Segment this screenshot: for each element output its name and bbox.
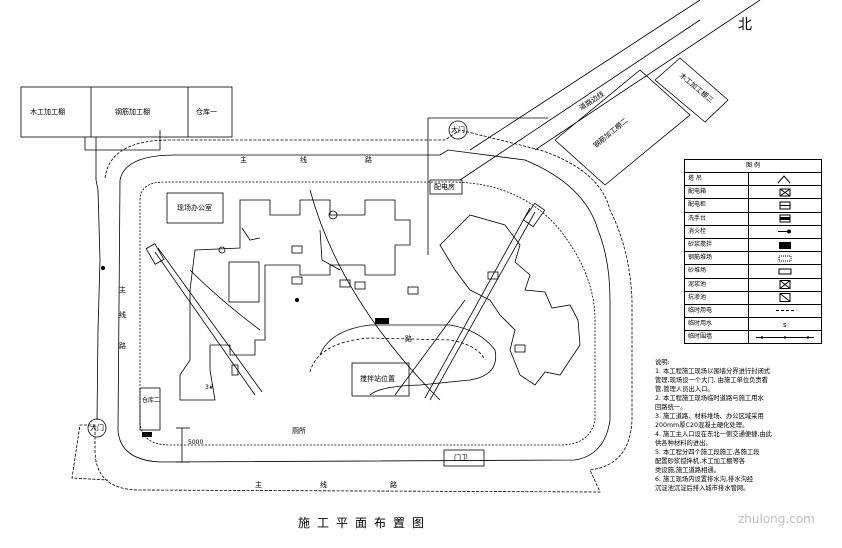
note-line: 回路统一。 [655,404,687,411]
legend-row: 临时用水 s [685,318,821,332]
substation-label: 配电房 [434,183,455,191]
guard-house [443,449,485,467]
legend-row: 临时围墙 [685,331,821,344]
box-x-symbol [749,186,821,198]
shed-label-1: 木工加工棚 [30,108,65,116]
main-building [179,199,411,401]
box-line-symbol [749,199,821,211]
legend-item-label: 砂堆场 [685,265,749,278]
diag-building-left [554,69,691,186]
note-line: 管理,现场设一个大门, 由施工单位负责看 [655,377,769,384]
drawing-title: 施工平面布置图 [298,516,432,530]
building-number: 3# [205,384,214,391]
note-line: 配置砂浆搅拌机,木工加工棚等各 [655,458,746,465]
legend-row: 配电箱 [685,186,821,200]
box-bar-symbol [749,213,821,225]
shed-label-2: 钢筋加工棚 [115,108,150,116]
legend-item-label: 砂浆搅拌 [685,238,749,252]
legend-item-label: 洗手台 [685,212,749,225]
dimension-label: 5000 [188,439,204,446]
box-diag-symbol [749,292,821,304]
road-bottom-3: 路 [390,481,397,489]
legend-item-label: 临时围墙 [685,331,749,344]
note-line: 200mm厚C20混凝土硬化处理。 [655,422,749,429]
road-top-1: 主 [240,156,247,164]
open-box-symbol [749,265,821,277]
legend-item-label: 配电柜 [685,199,749,212]
legend-row: 抗渗池 [685,291,821,305]
note-line: 管,管理人员出入口。 [655,386,714,393]
legend-table: 图 例 塔 吊配电箱配电柜洗手台消火栓砂浆搅拌钢筋堆场砂堆场泥浆池抗渗池临时用电… [684,159,822,345]
note-line: 说明: [655,359,670,366]
legend-row: 钢筋堆场 [685,252,821,266]
note-line: 1. 本工程施工现场以围墙分界进行封闭式 [655,368,771,375]
road-bottom-2: 线 [320,481,327,489]
note-line: 2. 本工程施工现场临时道路与施工用水 [655,395,764,402]
mixing-label: 搅拌站位置 [360,375,395,383]
svg-text:s: s [783,321,787,329]
gate-top-label: 大门 [451,126,465,134]
legend-item-label: 抗渗池 [685,291,749,304]
crane-symbol [749,173,821,185]
watermark: zhulong.com [738,512,815,526]
north-indicator: 北 [738,17,752,33]
legend-row: 砂堆场 [685,265,821,279]
box-x2-symbol [749,279,821,291]
solid-box-symbol [749,239,821,251]
legend-row: 塔 吊 [685,173,821,187]
gate-top [448,120,468,140]
road-bottom-1: 主 [255,481,262,489]
mixing-station [351,362,410,397]
legend-row: 洗手台 [685,212,821,226]
storage-2 [139,387,161,431]
road-top-3: 路 [365,156,372,164]
notes-block: 说明: 1. 本工程施工现场以围墙分界进行封闭式管理,现场设一个大门, 由施工单… [655,358,835,493]
legend-item-label: 消火栓 [685,225,749,238]
dotted-box-symbol [749,252,821,264]
note-line: 类设施,施工道路相通。 [655,467,720,474]
legend-row: 消火栓 [685,225,821,239]
shed-label-3: 仓库一 [196,108,217,116]
legend-title: 图 例 [685,160,821,173]
s-line-symbol: s [749,318,821,330]
legend-item-label: 塔 吊 [685,173,749,186]
road-left-3: 路 [119,342,126,350]
substation [429,179,463,195]
legend-item-label: 临时用水 [685,318,749,331]
legend-item-label: 临时用电 [685,304,749,318]
dash-line-symbol [749,305,821,317]
gate-left-label: 大门 [90,424,104,432]
fence-symbol [749,331,821,343]
legend-row: 泥浆池 [685,278,821,292]
office [166,192,224,224]
note-line: 6. 施工现场内设置排水沟,排水沟经 [655,476,754,483]
toilet-label: 厕所 [292,427,306,435]
road-left-1: 主 [119,286,126,294]
diag-building-right [654,57,729,123]
office-label: 现场办公室 [177,204,212,212]
guard-label: 门卫 [454,454,468,462]
legend-item-label: 配电箱 [685,186,749,199]
legend-row: 配电柜 [685,199,821,213]
right-building [439,214,581,386]
gate-left [87,418,107,438]
road-inner: 路 [405,335,412,343]
legend-row: 砂浆搅拌 [685,238,821,253]
hydrant-symbol [749,226,821,238]
legend-row: 临时用电 [685,304,821,319]
legend-item-label: 钢筋堆场 [685,252,749,265]
note-line: 4. 施工主入口设在东北一侧交通便捷,由此 [655,431,773,438]
shed-block [20,86,233,138]
note-line: 3. 施工道路、材料堆场、办公区域采用 [655,413,764,420]
note-line: 供各种材料的进出。 [655,440,712,447]
storage-label: 仓库二 [142,397,161,404]
inner-road [139,181,596,446]
road-top-2: 线 [300,156,307,164]
note-line: 5. 本工程分四个施工段施工,各施工段 [655,449,760,456]
legend-item-label: 泥浆池 [685,278,749,291]
site-fence [71,129,633,493]
road-left-2: 线 [119,311,126,319]
note-line: 沉淀池沉淀后排入城市排水管网。 [655,485,750,492]
